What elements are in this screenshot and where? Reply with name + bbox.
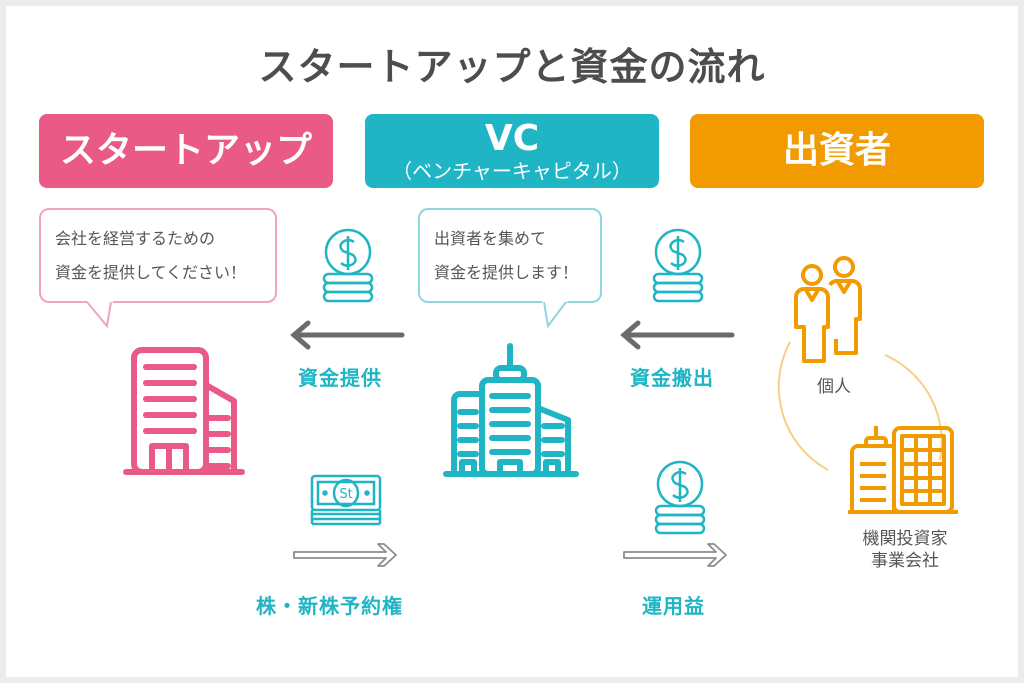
coin-stack-icon bbox=[322, 228, 374, 303]
investor-institutional-line1: 機関投資家 bbox=[862, 529, 948, 549]
left-arrow-icon bbox=[620, 320, 735, 350]
flow-label-returns: 運用益 bbox=[642, 594, 705, 618]
vc-bubble-line2: 資金を提供します！ bbox=[434, 263, 579, 282]
investor-header-label: 出資者 bbox=[782, 130, 891, 171]
investor-institutional-label: 機関投資家 事業会社 bbox=[850, 528, 960, 572]
investor-individual-label: 個人 bbox=[817, 377, 851, 397]
vc-bubble-tail bbox=[542, 301, 568, 329]
vc-header-label: VC bbox=[484, 118, 540, 159]
flow-label-shares: 株・新株予約権 bbox=[256, 594, 403, 618]
startup-header-label: スタートアップ bbox=[59, 130, 312, 171]
startup-building-icon bbox=[123, 347, 245, 475]
startup-bubble-line2: 資金を提供してください！ bbox=[55, 263, 247, 282]
startup-speech-bubble: 会社を経営するための 資金を提供してください！ bbox=[39, 208, 277, 303]
startup-bubble-tail bbox=[86, 301, 113, 329]
flow-label-fund-out: 資金搬出 bbox=[630, 366, 714, 390]
diagram-title: スタートアップと資金の流れ bbox=[258, 45, 766, 89]
investor-header: 出資者 bbox=[690, 114, 984, 188]
banknote-stack-icon: St bbox=[310, 474, 382, 526]
startup-header: スタートアップ bbox=[39, 114, 333, 188]
right-arrow-icon bbox=[623, 543, 727, 567]
vc-speech-bubble: 出資者を集めて 資金を提供します！ bbox=[418, 208, 602, 303]
investor-circle-arc bbox=[777, 341, 943, 471]
buildings-icon bbox=[848, 426, 958, 514]
vc-bubble-line1: 出資者を集めて bbox=[434, 229, 547, 248]
banknote-symbol: St bbox=[339, 487, 352, 502]
coin-stack-icon bbox=[652, 228, 704, 303]
left-arrow-icon bbox=[290, 320, 405, 350]
flow-label-funding: 資金提供 bbox=[298, 366, 382, 390]
coin-stack-icon bbox=[654, 460, 706, 535]
startup-bubble-line1: 会社を経営するための bbox=[55, 229, 216, 248]
investor-institutional-line2: 事業会社 bbox=[871, 551, 939, 571]
right-arrow-icon bbox=[293, 543, 397, 567]
vc-header: VC （ベンチャーキャピタル） bbox=[365, 114, 659, 188]
vc-building-icon bbox=[443, 343, 579, 477]
vc-header-sublabel: （ベンチャーキャピタル） bbox=[392, 159, 632, 183]
people-icon bbox=[794, 256, 862, 363]
